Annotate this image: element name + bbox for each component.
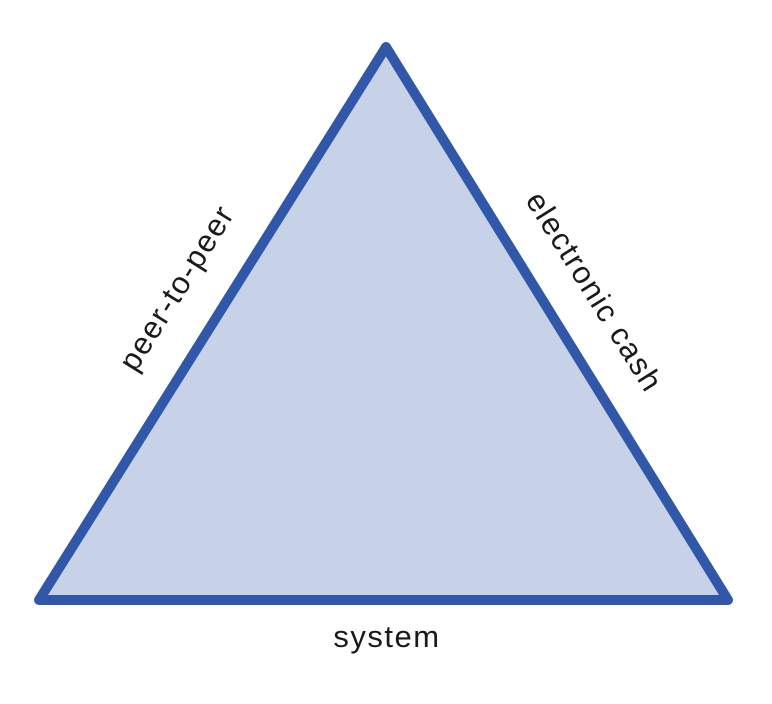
bottom-edge-label: system <box>333 619 441 654</box>
triangle-shape <box>34 42 733 605</box>
